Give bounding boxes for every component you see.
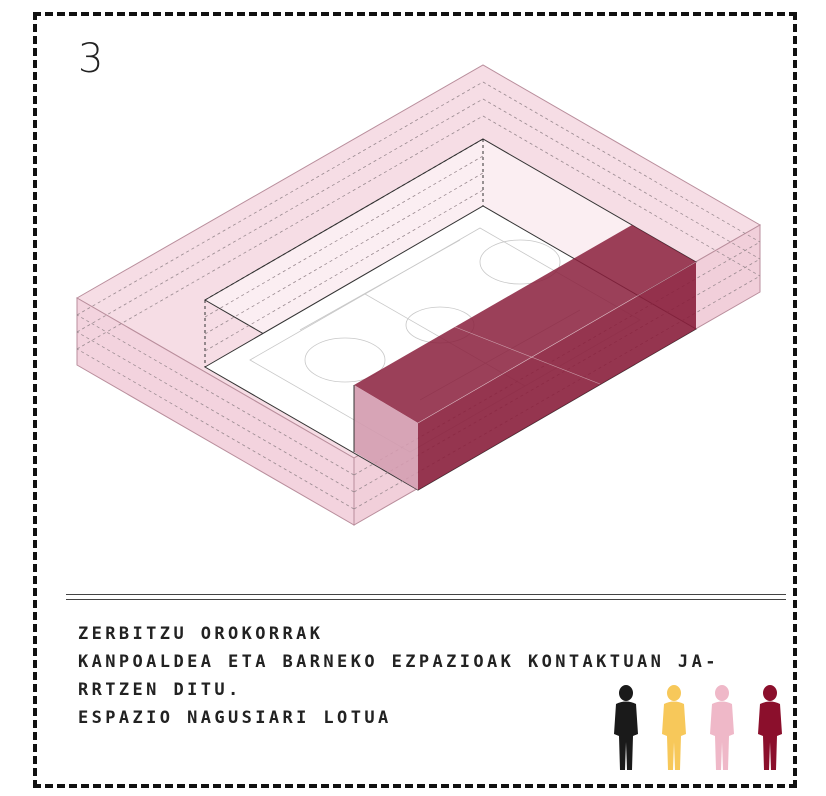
divider-rule-bottom [66,599,786,600]
divider-rule-top [66,594,786,595]
caption-line-3: RRTZEN DITU. [78,680,242,700]
scale-figures [608,684,788,774]
caption: ZERBITZU OROKORRAK KANPOALDEA ETA BARNEK… [78,620,798,732]
caption-line-4: ESPAZIO NAGUSIARI LOTUA [78,708,392,728]
person-black-icon [614,685,638,770]
panel-number: 3 [78,36,104,82]
panel-frame [33,12,797,788]
service-volume [353,225,697,490]
axonometric-diagram [75,64,762,526]
person-yellow-icon [662,685,686,770]
caption-line-2: KANPOALDEA ETA BARNEKO EZPAZIOAK KONTAKT… [78,652,719,672]
person-red-icon [758,685,782,770]
person-pink-icon [710,685,734,770]
caption-title: ZERBITZU OROKORRAK [78,624,324,644]
